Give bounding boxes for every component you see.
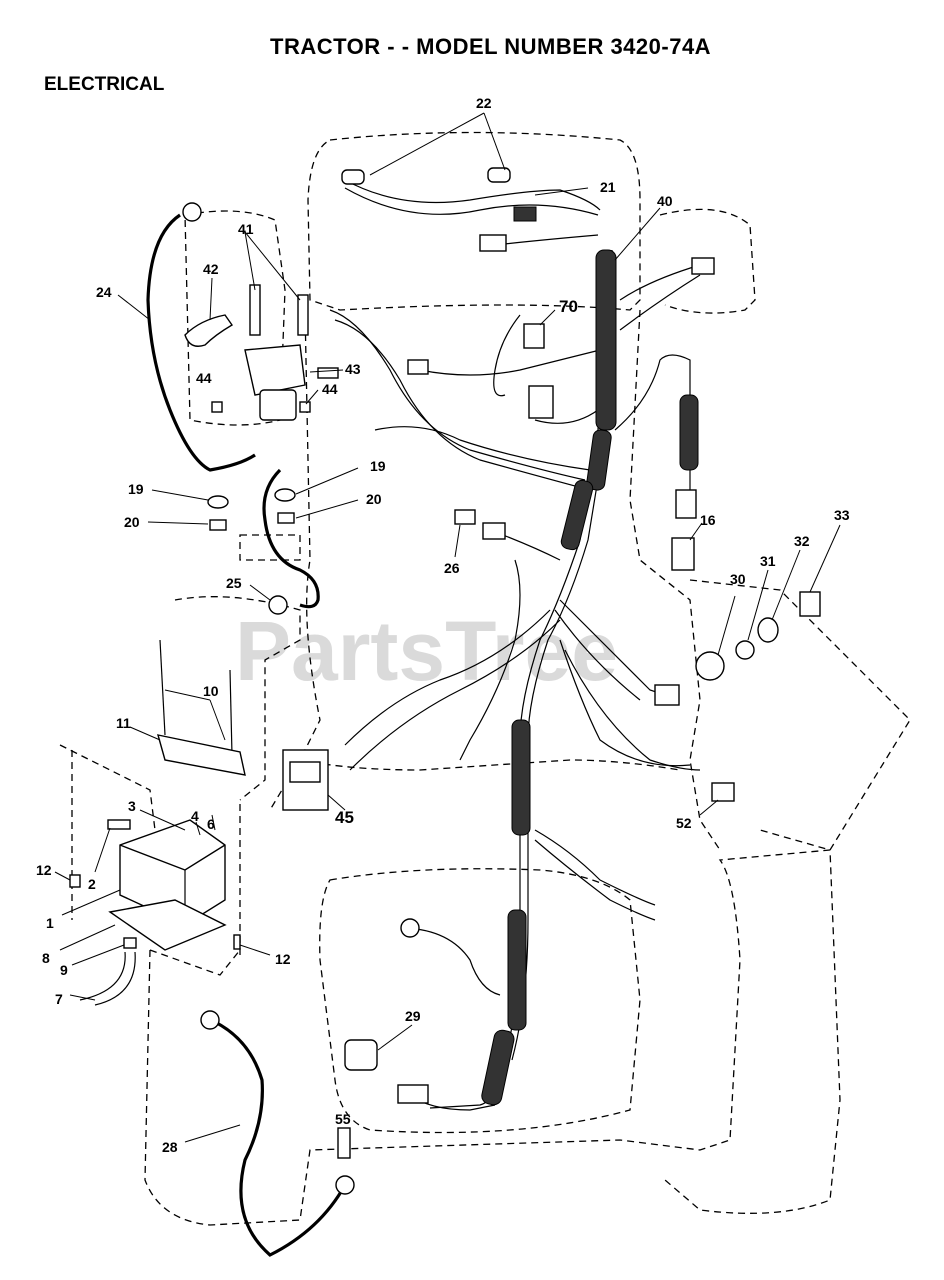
callout-55: 55	[335, 1111, 351, 1127]
callout-8: 8	[42, 950, 50, 966]
callout-33: 33	[834, 507, 850, 523]
watermark: PartsTree	[235, 604, 618, 698]
callout-31: 31	[760, 553, 776, 569]
callout-9: 9	[60, 962, 68, 978]
callout-3: 3	[128, 798, 136, 814]
callout-30: 30	[730, 571, 746, 587]
callout-10: 10	[203, 683, 219, 699]
callout-4: 4	[191, 808, 199, 824]
callout-29: 29	[405, 1008, 421, 1024]
callouts: 22 21 40 41 42 24 70 43 44 44 19 19 20 2…	[36, 95, 850, 1155]
callout-44-left: 44	[196, 370, 212, 386]
callout-20-left: 20	[124, 514, 140, 530]
callout-7: 7	[55, 991, 63, 1007]
battery-cable-25	[262, 468, 320, 609]
conduit-segments	[481, 249, 699, 1106]
callout-21: 21	[600, 179, 616, 195]
callout-41: 41	[238, 221, 254, 237]
section-label: ELECTRICAL	[44, 74, 165, 95]
callout-45: 45	[335, 808, 354, 827]
callout-22: 22	[476, 95, 492, 111]
callout-25: 25	[226, 575, 242, 591]
callout-24: 24	[96, 284, 112, 300]
tractor-outline	[59, 131, 911, 1226]
callout-70: 70	[559, 297, 578, 316]
callout-19-left: 19	[128, 481, 144, 497]
parts	[69, 167, 821, 1195]
callout-2: 2	[88, 876, 96, 892]
callout-43: 43	[345, 361, 361, 377]
callout-12-left: 12	[36, 862, 52, 878]
callout-40: 40	[657, 193, 673, 209]
callout-19-right: 19	[370, 458, 386, 474]
callout-44-right: 44	[322, 381, 338, 397]
callout-11: 11	[116, 715, 131, 731]
leader-lines	[54, 112, 841, 1143]
callout-12-right: 12	[275, 951, 291, 967]
callout-42: 42	[203, 261, 219, 277]
ground-cable-28	[214, 1020, 347, 1257]
callout-28: 28	[162, 1139, 178, 1155]
callout-16: 16	[700, 512, 716, 528]
callout-20-right: 20	[366, 491, 382, 507]
callout-32: 32	[794, 533, 810, 549]
battery-cable-24	[146, 213, 256, 472]
callout-52: 52	[676, 815, 692, 831]
callout-1: 1	[46, 915, 54, 931]
callout-6: 6	[207, 816, 215, 832]
wiring	[146, 179, 701, 1257]
callout-26: 26	[444, 560, 460, 576]
diagram-title: TRACTOR - - MODEL NUMBER 3420-74A	[270, 34, 712, 59]
